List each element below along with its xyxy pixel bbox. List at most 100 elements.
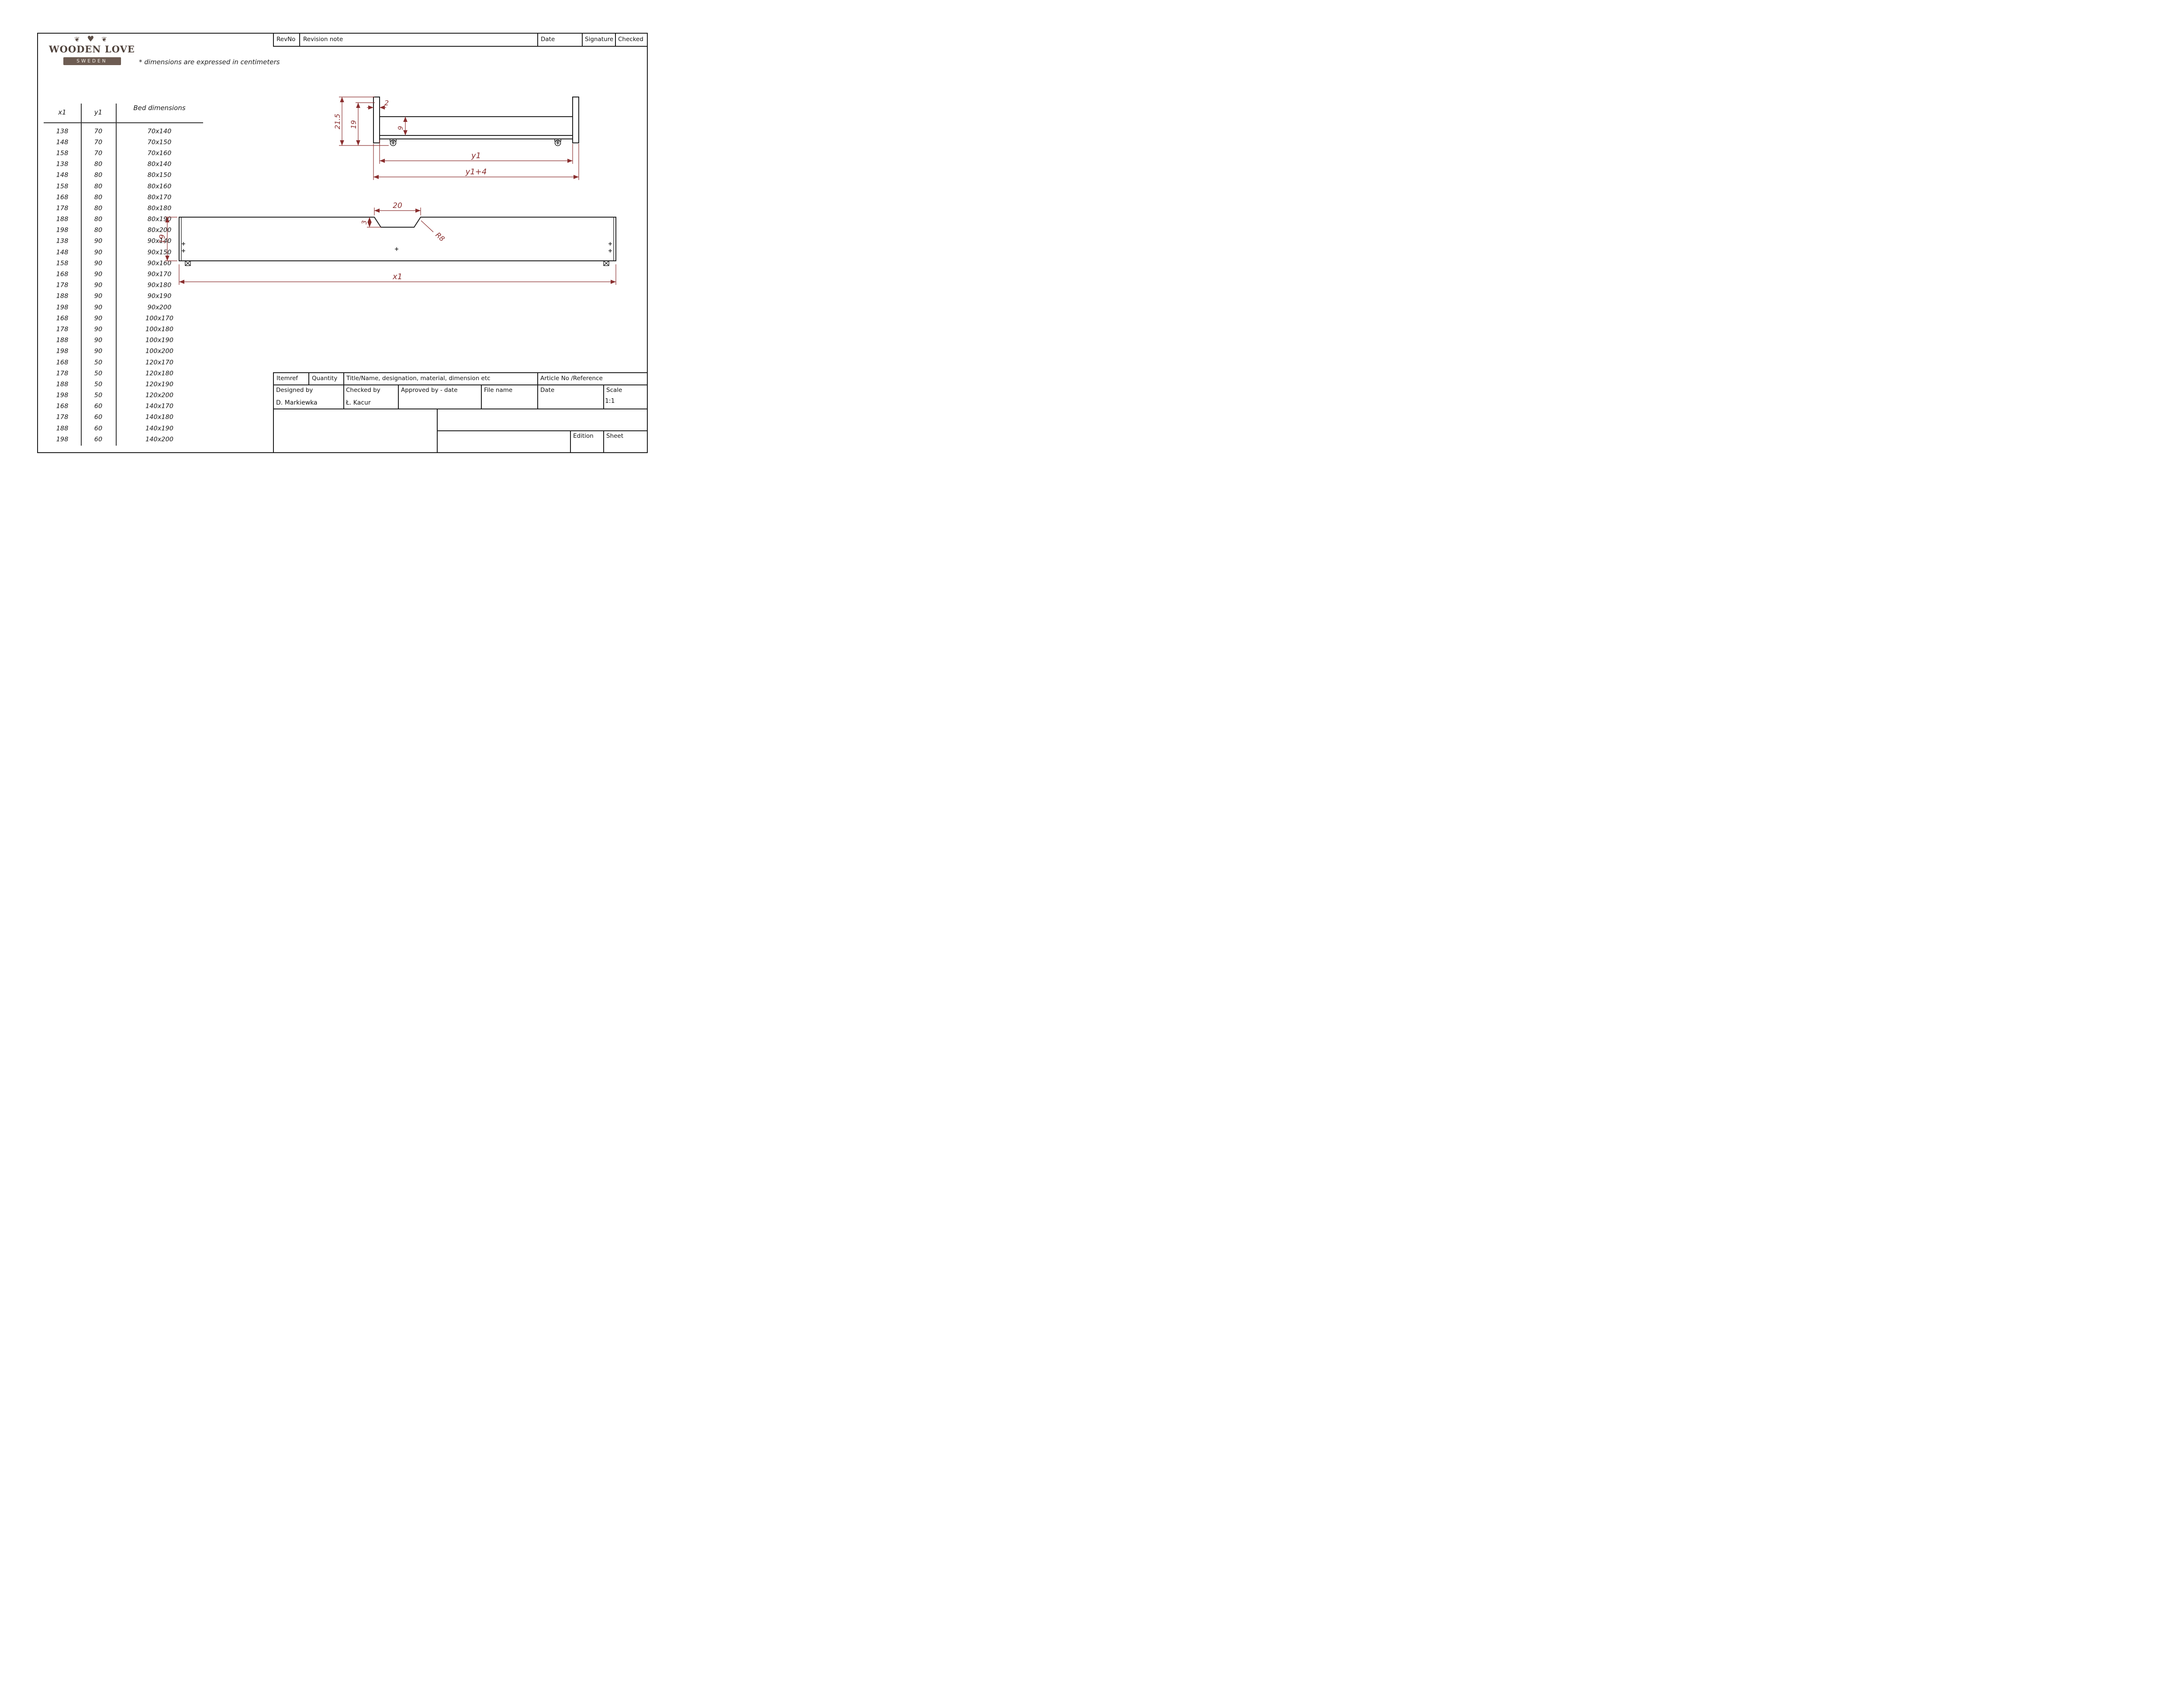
bed-dimension-value: 80x150 — [147, 172, 172, 179]
bed-dimension-value: 140x190 — [145, 425, 173, 432]
x1-value: 198 — [56, 392, 69, 399]
title-block-line — [437, 409, 438, 452]
y1-value: 60 — [94, 425, 103, 432]
x1-value: 158 — [56, 260, 69, 267]
scale-value: 1:1 — [605, 398, 615, 405]
bed-dimension-value: 80x180 — [147, 204, 172, 212]
dim-notch-depth: 3 — [360, 220, 368, 225]
title-block-line — [603, 384, 604, 409]
left-bed-post — [373, 97, 380, 143]
front-view-drawing: 20 3 R8 19 x1 — [158, 201, 616, 285]
rev-no-header: RevNo — [276, 36, 296, 43]
x1-value: 168 — [56, 194, 69, 201]
screw-marks — [182, 242, 612, 253]
drawing-sheet: ❦ ♥ ❦ WOODEN LOVE SWEDEN * dimensions ar… — [0, 0, 675, 478]
x1-value: 158 — [56, 183, 69, 190]
side-view-bed-outline — [373, 97, 579, 143]
table-row: 138 80 80x140 — [44, 159, 203, 170]
x1-value: 168 — [56, 403, 69, 410]
bed-dimension-value: 100x200 — [145, 348, 173, 355]
dim-y1-plus4: y1+4 — [465, 167, 487, 177]
rev-date-header: Date — [541, 36, 555, 43]
y1-value: 60 — [94, 436, 103, 443]
side-rail — [379, 116, 573, 139]
x1-value: 178 — [56, 370, 69, 377]
x1-value: 178 — [56, 414, 69, 421]
size-table-header-underline — [44, 122, 203, 123]
title-block-line — [603, 430, 604, 452]
x1-value: 148 — [56, 172, 69, 179]
dim-notch-width: 20 — [393, 201, 402, 210]
table-row: 198 50 120x200 — [44, 390, 203, 401]
bed-dimension-value: 80x140 — [147, 161, 172, 168]
bed-dimension-value: 120x170 — [145, 359, 173, 366]
bed-dimension-value: 100x170 — [145, 315, 173, 322]
x1-value: 188 — [56, 381, 69, 388]
dim-height: 19 — [349, 120, 358, 129]
y1-value: 90 — [94, 282, 103, 289]
y1-value: 70 — [94, 149, 103, 157]
y1-value: 50 — [94, 370, 103, 377]
x1-value: 198 — [56, 304, 69, 311]
article-no-header: Article No /Reference — [540, 375, 603, 382]
title-name-header: Title/Name, designation, material, dimen… — [346, 375, 491, 382]
y1-value: 50 — [94, 359, 103, 366]
company-logo: ❦ ♥ ❦ WOODEN LOVE SWEDEN — [47, 35, 137, 65]
x1-value: 158 — [56, 149, 69, 157]
y1-value: 50 — [94, 392, 103, 399]
bed-dimension-value: 80x160 — [147, 183, 172, 190]
y1-value: 80 — [94, 194, 103, 201]
bed-dimension-value: 140x170 — [145, 403, 173, 410]
y1-value: 90 — [94, 238, 103, 245]
y1-value: 90 — [94, 249, 103, 256]
caster-wheel-icon — [390, 139, 397, 146]
x1-value: 138 — [56, 161, 69, 168]
y1-value: 80 — [94, 161, 103, 168]
size-table-header-y1: y1 — [94, 108, 103, 116]
designed-by-label: Designed by — [276, 387, 313, 394]
front-view-board-outline — [179, 217, 616, 261]
side-view-dimensions — [339, 97, 579, 180]
size-table-column-line — [81, 104, 82, 446]
dim-x1: x1 — [392, 272, 402, 281]
x1-value: 198 — [56, 436, 69, 443]
x1-value: 188 — [56, 293, 69, 300]
x1-value: 138 — [56, 238, 69, 245]
rev-table-line — [615, 33, 616, 46]
bed-dimension-value: 70x150 — [147, 139, 172, 146]
x1-value: 148 — [56, 249, 69, 256]
title-block-line — [398, 384, 399, 409]
title-block-line — [570, 430, 571, 452]
x1-value: 198 — [56, 227, 69, 234]
x1-value: 168 — [56, 315, 69, 322]
scale-label: Scale — [606, 387, 622, 394]
title-block-line — [343, 372, 344, 409]
bed-dimension-value: 100x180 — [145, 326, 173, 333]
date-label: Date — [540, 387, 555, 394]
side-view-drawing: 21.5 19 2 9 y1 y1+4 — [333, 97, 579, 180]
size-table-header-x1: x1 — [58, 108, 66, 116]
size-table-column-line — [116, 104, 117, 446]
dim-front-height: 19 — [158, 234, 167, 244]
bed-dimension-value: 120x190 — [145, 381, 173, 388]
front-board — [179, 217, 616, 261]
bed-dimension-value: 70x140 — [147, 128, 172, 135]
bed-dimension-value: 120x200 — [145, 392, 173, 399]
logo-ornament: ❦ ♥ ❦ — [47, 35, 137, 43]
caster-bracket-icon — [603, 260, 609, 266]
x1-value: 188 — [56, 337, 69, 344]
sheet-border — [37, 33, 648, 453]
bed-dimension-value: 90x180 — [147, 282, 172, 289]
x1-value: 168 — [56, 359, 69, 366]
x1-value: 178 — [56, 326, 69, 333]
y1-value: 80 — [94, 204, 103, 212]
